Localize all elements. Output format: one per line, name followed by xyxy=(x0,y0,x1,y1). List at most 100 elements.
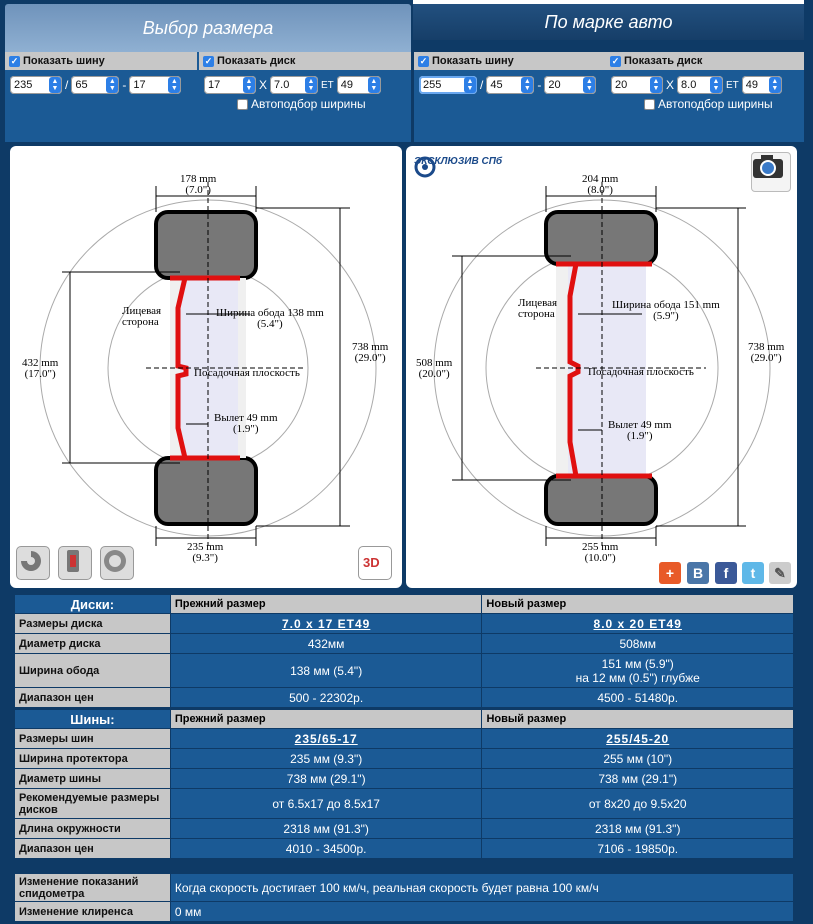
table-row: Диапазон цен 500 - 22302р. 4500 - 51480р… xyxy=(14,687,794,708)
table-header: Диски: Прежний размер Новый размер xyxy=(14,594,794,614)
table-row: Размеры диска 7.0 x 17 ET49 8.0 x 20 ET4… xyxy=(14,613,794,634)
rim-width-label: 204 mm(8.0") xyxy=(582,173,619,196)
clearance-change-value: 0 мм xyxy=(169,901,795,922)
table-row: Диапазон цен 4010 - 34500р. 7106 - 19850… xyxy=(14,838,794,859)
speedometer-change-label: Изменение показаний спидометра xyxy=(14,873,171,902)
tire-width-label: 235 mm(9.3") xyxy=(187,541,224,564)
old-disk-controls: ✓Показать диск 17▲▼ X 7.0▲▼ ET 49▲▼ Авто… xyxy=(199,52,411,117)
show-disk-label: Показать диск xyxy=(217,55,296,67)
tire-size-link-new[interactable]: 255/45-20 xyxy=(481,728,794,749)
disks-table: Диски: Прежний размер Новый размер Разме… xyxy=(14,594,794,708)
facebook-share-icon[interactable]: f xyxy=(715,562,737,584)
section-title: Шины: xyxy=(14,709,171,729)
vk-share-icon[interactable]: B xyxy=(687,562,709,584)
brand-logo: ЭКСКЛЮЗИВ СПб xyxy=(414,156,502,178)
tires-table: Шины: Прежний размер Новый размер Размер… xyxy=(14,709,794,859)
offset-label: Вылет 49 mm(1.9") xyxy=(214,412,278,435)
tire-profile-select-old[interactable]: 65▲▼ xyxy=(71,76,120,94)
tire-diam-select-new[interactable]: 20▲▼ xyxy=(544,76,597,94)
plus-share-icon[interactable]: + xyxy=(659,562,681,584)
slash-sep: / xyxy=(65,78,69,92)
summary-table: Изменение показаний спидометра Когда ско… xyxy=(14,873,795,922)
table-row: Длина окружности 2318 мм (91.3") 2318 мм… xyxy=(14,818,794,839)
tire-size-link-old[interactable]: 235/65-17 xyxy=(169,728,483,749)
col-new-header: Новый размер xyxy=(481,709,794,729)
view-side-icon[interactable] xyxy=(58,546,92,580)
disk-width-select-old[interactable]: 7.0▲▼ xyxy=(270,76,319,94)
x-sep: X xyxy=(259,78,268,92)
new-size-diagram: ЭКСКЛЮЗИВ СПб 204 mm(8.0") 508 mm(20.0")… xyxy=(406,146,797,588)
col-old-header: Прежний размер xyxy=(169,709,483,729)
disk-size-link-new[interactable]: 8.0 x 20 ET49 xyxy=(481,613,794,634)
dash-sep: - xyxy=(122,78,127,92)
old-size-controls: ✓Показать шину 235▲▼ / 65▲▼ - 17▲▼ ✓Пока… xyxy=(5,52,411,142)
disk-et-select-new[interactable]: 49▲▼ xyxy=(741,76,782,94)
tab-by-car[interactable]: По марке авто xyxy=(413,4,804,40)
tire-width-label: 255 mm(10.0") xyxy=(582,541,619,564)
x-sep: X xyxy=(666,78,675,92)
twitter-share-icon[interactable]: t xyxy=(742,562,764,584)
header-decoration xyxy=(413,0,804,6)
disk-width-select-new[interactable]: 8.0▲▼ xyxy=(677,76,724,94)
autofit-checkbox-new[interactable] xyxy=(644,98,655,110)
disk-diameter-label: 432 mm(17.0") xyxy=(22,357,59,380)
show-tire-label: Показать шину xyxy=(23,55,105,67)
speedometer-change-value: Когда скорость достигает 100 км/ч, реаль… xyxy=(169,873,795,902)
clearance-change-label: Изменение клиренса xyxy=(14,901,171,922)
table-row: Ширина обода 138 мм (5.4") 151 мм (5.9")… xyxy=(14,653,794,688)
table-row: Диаметр диска 432мм 508мм xyxy=(14,633,794,654)
tire-width-select-new[interactable]: 255▲▼ xyxy=(419,76,477,94)
show-disk-checkbox-old[interactable]: ✓ xyxy=(203,55,214,67)
slash-sep: / xyxy=(480,78,484,92)
mount-plane-label: Посадочная плоскость xyxy=(194,367,300,379)
outer-diameter-label: 738 mm(29.0") xyxy=(352,341,389,364)
dash-sep: - xyxy=(537,78,542,92)
table-header: Шины: Прежний размер Новый размер xyxy=(14,709,794,729)
tab-size-select[interactable]: Выбор размера xyxy=(5,4,411,52)
view-perspective-icon[interactable] xyxy=(100,546,134,580)
table-row: Ширина протектора 235 мм (9.3") 255 мм (… xyxy=(14,748,794,769)
new-tire-controls: ✓Показать шину 255▲▼ / 45▲▼ - 20▲▼ xyxy=(414,52,606,117)
3d-view-icon[interactable]: 3D xyxy=(358,546,392,580)
show-disk-checkbox-new[interactable]: ✓ xyxy=(610,55,621,67)
livejournal-share-icon[interactable]: ✎ xyxy=(769,562,791,584)
outer-diameter-label: 738 mm(29.0") xyxy=(748,341,785,364)
old-tire-controls: ✓Показать шину 235▲▼ / 65▲▼ - 17▲▼ xyxy=(5,52,197,117)
table-row: Рекомендуемые размеры дисков от 6.5x17 д… xyxy=(14,788,794,819)
show-tire-checkbox-old[interactable]: ✓ xyxy=(9,55,20,67)
new-size-controls: ✓Показать шину 255▲▼ / 45▲▼ - 20▲▼ ✓Пока… xyxy=(414,52,804,142)
mount-plane-label: Посадочная плоскость xyxy=(588,366,694,378)
autofit-label: Автоподбор ширины xyxy=(658,97,773,111)
disk-diam-select-old[interactable]: 17▲▼ xyxy=(204,76,256,94)
offset-label: Вылет 49 mm(1.9") xyxy=(608,419,672,442)
disk-et-select-old[interactable]: 49▲▼ xyxy=(336,76,381,94)
old-size-diagram: 178 mm(7.0") 432 mm(17.0") 738 mm(29.0")… xyxy=(10,146,402,588)
et-label: ET xyxy=(321,79,334,91)
autofit-checkbox-old[interactable] xyxy=(237,98,248,110)
table-row: Изменение клиренса 0 мм xyxy=(14,901,795,922)
disk-size-link-old[interactable]: 7.0 x 17 ET49 xyxy=(169,613,483,634)
disk-diam-select-new[interactable]: 20▲▼ xyxy=(611,76,663,94)
autofit-label: Автоподбор ширины xyxy=(251,97,366,111)
disk-diameter-label: 508 mm(20.0") xyxy=(416,357,453,380)
view-section-icon[interactable] xyxy=(16,546,50,580)
camera-icon[interactable] xyxy=(751,152,791,192)
table-row: Размеры шин 235/65-17 255/45-20 xyxy=(14,728,794,749)
section-title: Диски: xyxy=(14,594,171,614)
brand-logo-icon xyxy=(414,156,436,178)
tire-profile-select-new[interactable]: 45▲▼ xyxy=(486,76,535,94)
tire-width-select-old[interactable]: 235▲▼ xyxy=(10,76,62,94)
table-row: Изменение показаний спидометра Когда ско… xyxy=(14,873,795,902)
show-tire-label: Показать шину xyxy=(432,55,514,67)
col-new-header: Новый размер xyxy=(481,594,794,614)
tab-bar: Выбор размера По марке авто xyxy=(0,0,813,52)
show-tire-checkbox-new[interactable]: ✓ xyxy=(418,55,429,67)
tire-diam-select-old[interactable]: 17▲▼ xyxy=(129,76,182,94)
table-row: Диаметр шины 738 мм (29.1") 738 мм (29.1… xyxy=(14,768,794,789)
new-disk-controls: ✓Показать диск 20▲▼ X 8.0▲▼ ET 49▲▼ Авто… xyxy=(606,52,804,117)
et-label: ET xyxy=(726,79,739,91)
svg-text:3D: 3D xyxy=(363,555,380,570)
col-old-header: Прежний размер xyxy=(169,594,483,614)
